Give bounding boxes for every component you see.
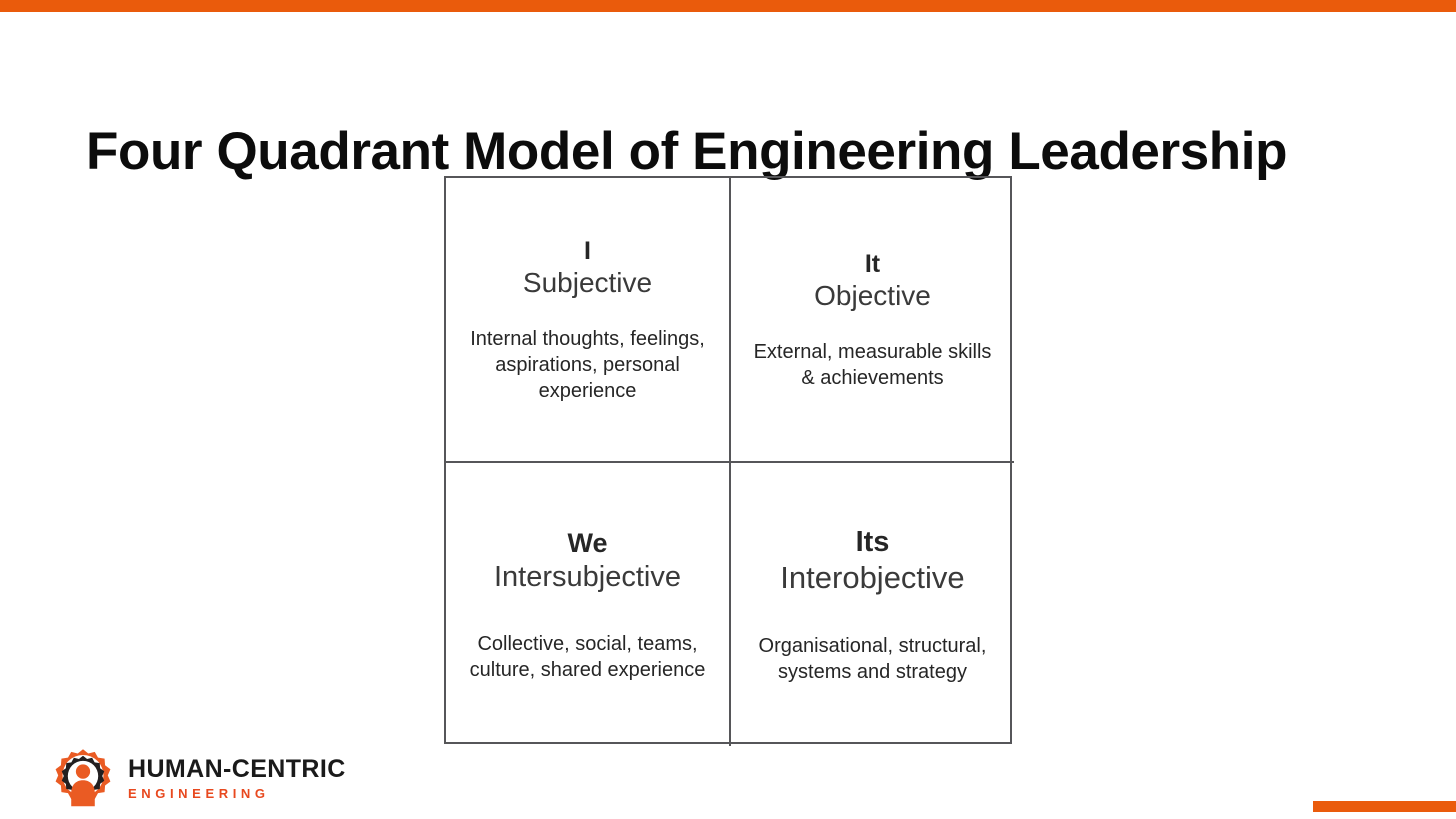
logo-wordmark: HUMAN-CENTRIC ENGINEERING xyxy=(128,755,346,803)
quadrant-pronoun: It xyxy=(864,249,881,278)
logo-tagline: ENGINEERING xyxy=(128,786,270,801)
quadrant-description: Organisational, structural, systems and … xyxy=(758,634,987,683)
quadrant-perspective: Subjective xyxy=(522,266,653,298)
quadrant-perspective: Interobjective xyxy=(780,559,965,595)
quadrant-description: Internal thoughts, feelings, aspirations… xyxy=(470,327,705,402)
quadrant-pronoun: We xyxy=(567,527,608,558)
page-title: Four Quadrant Model of Engineering Leade… xyxy=(86,121,1288,181)
bottom-accent-bar xyxy=(1313,801,1456,812)
quadrant-perspective: Intersubjective xyxy=(494,560,681,593)
gear-person-icon xyxy=(52,748,114,810)
quadrant-perspective: Objective xyxy=(814,279,931,311)
top-accent-bar xyxy=(0,0,1456,12)
four-quadrant-matrix: I Subjective Internal thoughts, feelings… xyxy=(444,176,1014,746)
quadrant-pronoun: Its xyxy=(855,525,890,558)
logo-name: HUMAN-CENTRIC xyxy=(128,755,346,783)
quadrant-top-left[interactable]: I Subjective Internal thoughts, feelings… xyxy=(446,178,730,462)
quadrant-description: Collective, social, teams, culture, shar… xyxy=(469,632,706,681)
quadrant-bottom-right[interactable]: Its Interobjective Organisational, struc… xyxy=(730,462,1014,746)
quadrant-pronoun: I xyxy=(584,236,591,265)
brand-logo: HUMAN-CENTRIC ENGINEERING xyxy=(52,748,346,810)
quadrant-top-right[interactable]: It Objective External, measurable skills… xyxy=(730,178,1014,462)
quadrant-bottom-left[interactable]: We Intersubjective Collective, social, t… xyxy=(446,462,730,746)
quadrant-description: External, measurable skills & achievemen… xyxy=(753,340,992,389)
